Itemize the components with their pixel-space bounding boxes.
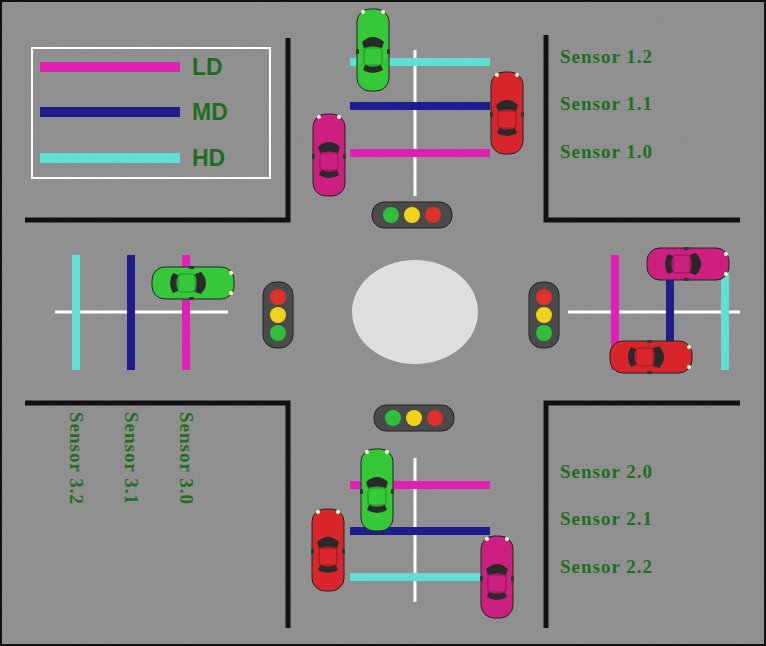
car (311, 509, 345, 591)
car (360, 449, 394, 531)
sensor-label: Sensor 1.2 (560, 46, 653, 68)
legend-swatch (40, 62, 180, 72)
legend-entry: HD (40, 145, 225, 171)
legend-label: MD (192, 99, 228, 125)
sensor-label: Sensor 2.2 (560, 556, 653, 578)
legend-label: HD (192, 145, 225, 171)
lane-lines (55, 50, 740, 602)
legend-swatch (40, 107, 180, 117)
road-edges (25, 35, 740, 628)
roundabout-center (352, 260, 478, 364)
sensor-label: Sensor 1.1 (560, 93, 653, 115)
legend-label: LD (192, 54, 223, 80)
sensor-label: Sensor 3.1 (120, 412, 142, 505)
traffic-light (374, 405, 454, 431)
sensor-label: Sensor 3.0 (175, 412, 197, 505)
legend-swatch (40, 153, 180, 163)
car (490, 72, 524, 154)
legend-entry: MD (40, 99, 228, 125)
car (480, 536, 514, 618)
sensor-bars (76, 62, 725, 577)
legend-entry: LD (40, 54, 223, 80)
car (356, 9, 390, 91)
traffic-light (529, 282, 559, 348)
sensor-label: Sensor 1.0 (560, 141, 653, 163)
car (610, 340, 692, 374)
car (312, 114, 346, 196)
sensor-label: Sensor 2.1 (560, 508, 653, 530)
traffic-light (372, 202, 452, 228)
car (152, 266, 234, 300)
sensor-label: Sensor 3.2 (65, 412, 87, 505)
sensor-label: Sensor 2.0 (560, 461, 653, 483)
legend-box (32, 48, 270, 178)
cars (152, 9, 729, 618)
traffic-light (263, 282, 293, 348)
car (647, 247, 729, 281)
